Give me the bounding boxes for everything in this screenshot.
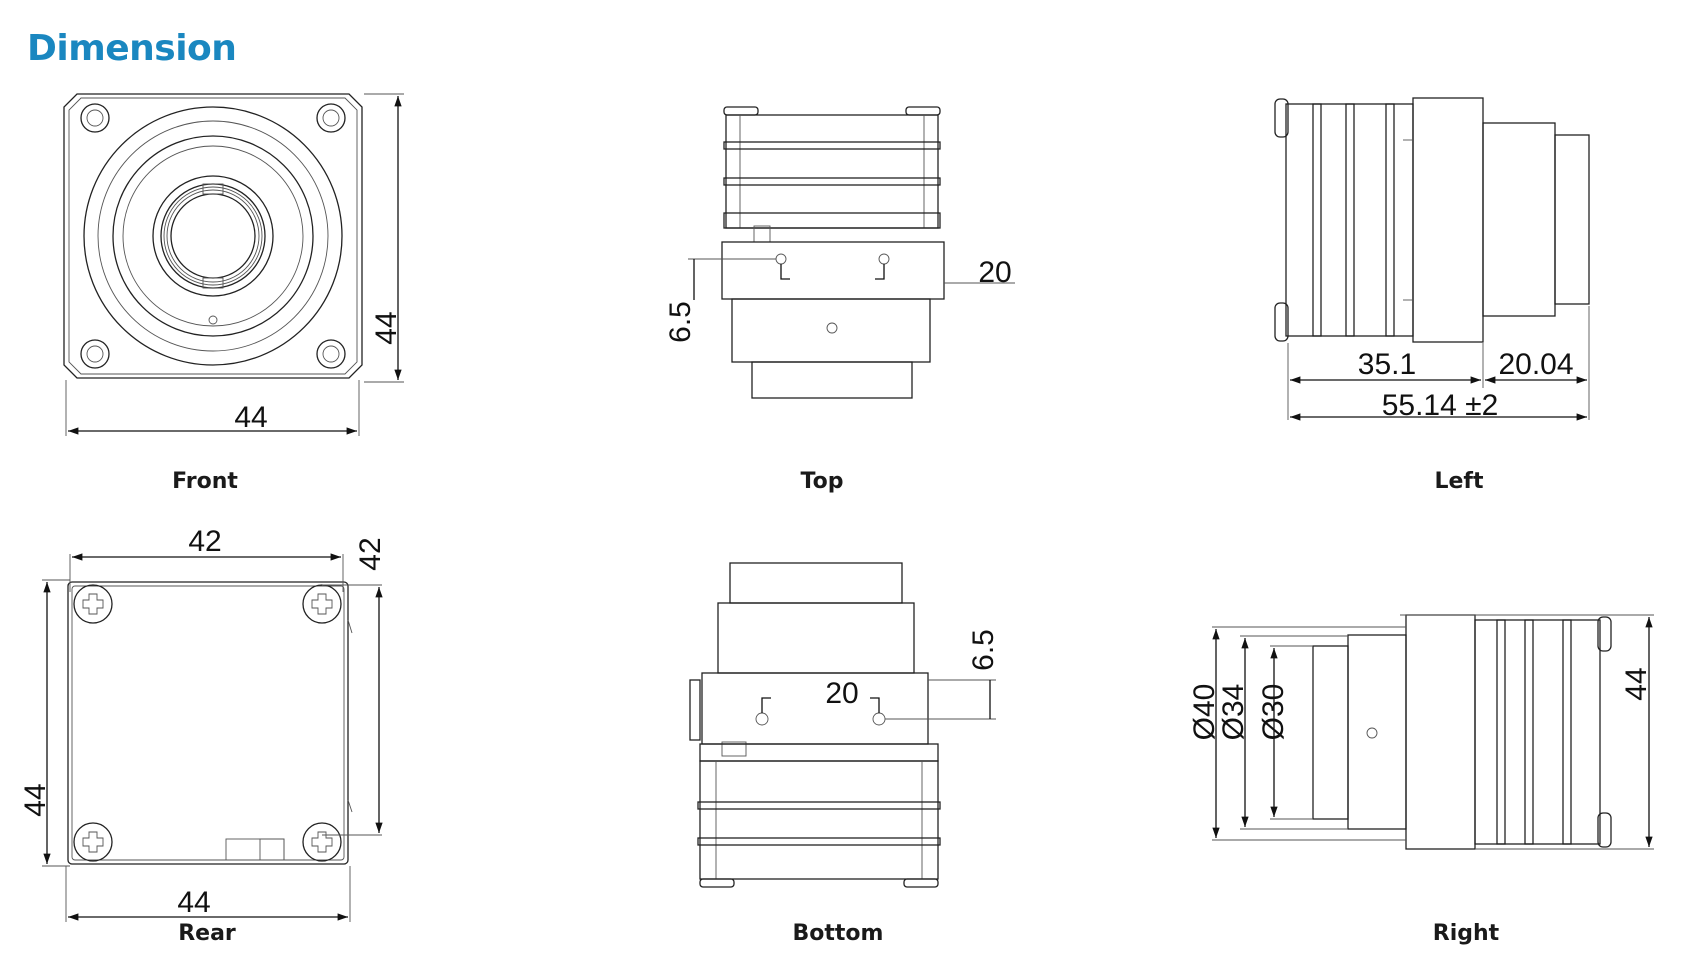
bottom-dim-offset: 6.5 <box>885 629 1000 720</box>
rear-dim-hole-height: 42 <box>322 537 387 836</box>
front-dim-height: 44 <box>364 93 404 383</box>
screw-icon <box>73 584 113 624</box>
left-dim-lens: 20.04 <box>1485 306 1590 420</box>
bottom-dim-spacing: 20 <box>761 677 880 713</box>
page-title: Dimension <box>27 28 237 69</box>
view-caption-rear: Rear <box>178 921 236 946</box>
screw-icon <box>73 822 113 862</box>
right-dim-d34: Ø34 <box>1217 635 1348 830</box>
rear-dim-width: 44 <box>65 866 351 922</box>
mounting-hole <box>80 103 110 133</box>
top-dim-spacing: 20 <box>780 256 1015 289</box>
bottom-spacing-label: 20 <box>825 677 858 710</box>
left-body-label: 35.1 <box>1358 348 1416 381</box>
left-dim-total: 55.14 ±2 <box>1290 389 1587 422</box>
rear-hole-width-label: 42 <box>188 525 221 558</box>
view-caption-bottom: Bottom <box>792 921 884 946</box>
view-caption-front: Front <box>172 469 238 494</box>
rear-width-label: 44 <box>177 886 210 919</box>
right-dim-height: 44 <box>1400 614 1654 850</box>
right-view: Ø40 Ø34 Ø30 44 <box>1188 614 1654 850</box>
left-dim-body: 35.1 <box>1287 343 1484 420</box>
top-dim-offset: 6.5 <box>664 258 776 343</box>
rear-dim-hole-width: 42 <box>69 525 344 592</box>
top-spacing-label: 20 <box>978 256 1011 289</box>
mounting-hole <box>316 339 346 369</box>
rear-view: 42 42 44 44 <box>19 525 387 922</box>
screw-icon <box>302 822 342 862</box>
view-caption-left: Left <box>1434 469 1484 494</box>
view-caption-right: Right <box>1432 921 1500 946</box>
front-width-label: 44 <box>234 401 267 434</box>
front-dim-width: 44 <box>65 380 360 436</box>
front-view: 44 44 <box>63 93 404 436</box>
right-dim-d40: Ø40 <box>1188 626 1406 841</box>
right-height-label: 44 <box>1620 667 1653 700</box>
top-offset-label: 6.5 <box>664 301 697 343</box>
mounting-hole <box>316 103 346 133</box>
front-height-label: 44 <box>370 311 403 344</box>
right-d30-label: Ø30 <box>1257 684 1290 741</box>
bottom-view: 20 6.5 <box>689 562 1000 888</box>
screw-icon <box>302 584 342 624</box>
right-d40-label: Ø40 <box>1188 684 1221 741</box>
lens-mount <box>83 106 343 366</box>
left-total-label: 55.14 ±2 <box>1382 389 1499 422</box>
left-view: 35.1 20.04 55.14 ±2 <box>1274 97 1590 422</box>
right-d34-label: Ø34 <box>1217 684 1250 741</box>
rear-height-label: 44 <box>19 783 52 816</box>
right-dim-d30: Ø30 <box>1257 645 1313 820</box>
rear-hole-height-label: 42 <box>354 537 387 570</box>
bottom-offset-label: 6.5 <box>967 629 1000 671</box>
view-caption-top: Top <box>800 469 844 494</box>
mounting-hole <box>80 339 110 369</box>
rear-dim-height: 44 <box>19 579 70 867</box>
top-view: 20 6.5 <box>664 106 1015 399</box>
left-lens-label: 20.04 <box>1498 348 1573 381</box>
